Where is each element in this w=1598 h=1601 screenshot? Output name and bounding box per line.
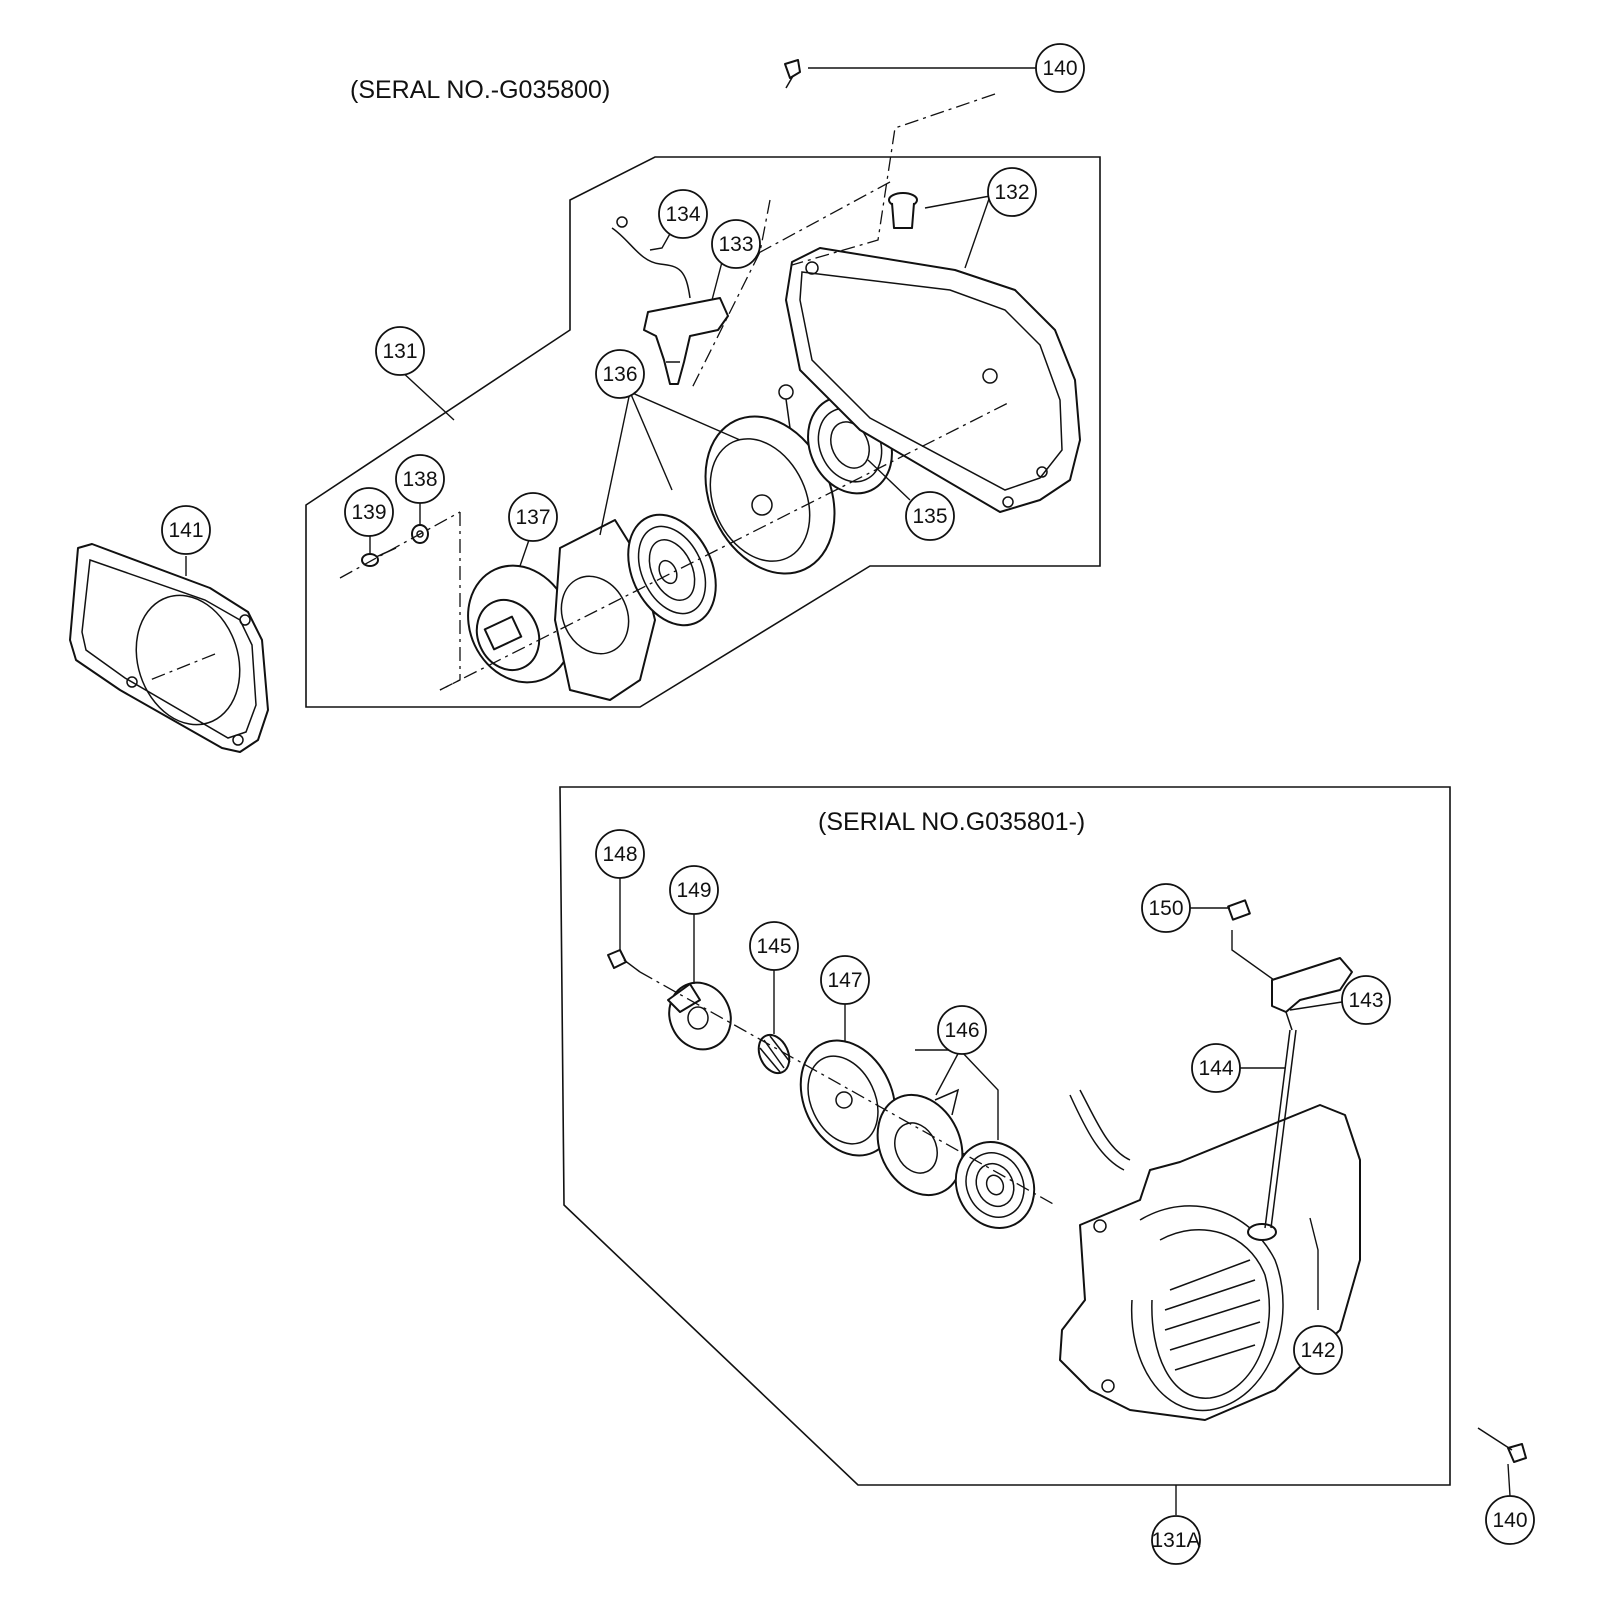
callout-149: 149 — [669, 865, 719, 915]
callout-139: 139 — [344, 487, 394, 537]
callout-150: 150 — [1141, 883, 1191, 933]
callout-136: 136 — [595, 349, 645, 399]
lower-assembly-frame — [559, 786, 1451, 1486]
callout-141: 141 — [161, 505, 211, 555]
callout-142: 142 — [1293, 1325, 1343, 1375]
starter-case-142 — [1059, 1089, 1361, 1421]
lower-serial-title: (SERIAL NO.G035801-) — [818, 808, 1085, 836]
callout-140-bottom: 140 — [1485, 1495, 1535, 1545]
callout-134: 134 — [658, 189, 708, 239]
svg-text:143: 143 — [1348, 989, 1383, 1012]
svg-text:137: 137 — [515, 506, 550, 529]
callout-132: 132 — [987, 167, 1037, 217]
recoil-spring-146 — [954, 1141, 1036, 1229]
pulley-147 — [799, 1039, 897, 1157]
rope-knot — [778, 384, 794, 429]
svg-text:141: 141 — [168, 519, 203, 542]
leader-lines — [185, 67, 1511, 1515]
starter-handle-143 — [1271, 957, 1353, 1031]
callout-145: 145 — [749, 921, 799, 971]
upper-assembly-frame — [305, 156, 1101, 708]
svg-text:135: 135 — [912, 505, 947, 528]
pulley-137 — [467, 564, 573, 684]
spring-plate-146 — [876, 1088, 964, 1197]
svg-text:145: 145 — [756, 935, 791, 958]
svg-text:134: 134 — [665, 203, 700, 226]
svg-text:142: 142 — [1300, 1339, 1335, 1362]
svg-text:131A: 131A — [1151, 1529, 1200, 1552]
callout-143: 143 — [1341, 975, 1391, 1025]
starter-rope-144 — [1264, 1029, 1297, 1229]
svg-text:140: 140 — [1492, 1509, 1527, 1532]
callout-131A: 131A — [1151, 1515, 1201, 1565]
svg-text:148: 148 — [602, 843, 637, 866]
svg-text:133: 133 — [718, 233, 753, 256]
ratchet-spring-145 — [757, 1033, 791, 1075]
callout-140-top: 140 — [1035, 43, 1085, 93]
starter-handle-133 — [643, 297, 729, 385]
bolt-148 — [607, 949, 641, 973]
clip-150 — [1227, 899, 1251, 921]
svg-text:140: 140 — [1042, 57, 1077, 80]
callout-131: 131 — [375, 326, 425, 376]
svg-text:146: 146 — [944, 1019, 979, 1042]
callout-137: 137 — [508, 492, 558, 542]
svg-text:131: 131 — [382, 340, 417, 363]
callout-138: 138 — [395, 454, 445, 504]
callout-146: 146 — [937, 1005, 987, 1055]
svg-text:144: 144 — [1198, 1057, 1233, 1080]
callout-135: 135 — [905, 491, 955, 541]
ratchet-149 — [667, 981, 732, 1051]
upper-serial-title: (SERAL NO.-G035800) — [350, 76, 610, 104]
bushing — [888, 192, 918, 229]
callout-144: 144 — [1191, 1043, 1241, 1093]
fan-cover-141 — [69, 543, 269, 753]
svg-text:139: 139 — [351, 501, 386, 524]
starter-pulley — [704, 415, 836, 575]
svg-text:147: 147 — [827, 969, 862, 992]
svg-text:138: 138 — [402, 468, 437, 491]
svg-text:150: 150 — [1148, 897, 1183, 920]
spring-136 — [627, 513, 717, 627]
starter-rope-134 — [611, 216, 691, 299]
callout-147: 147 — [820, 955, 870, 1005]
bolt-140-top — [784, 59, 801, 89]
callout-148: 148 — [595, 829, 645, 879]
starter-case-132 — [785, 247, 1081, 513]
bolt-140-bottom — [1477, 1427, 1527, 1463]
svg-text:136: 136 — [602, 363, 637, 386]
callout-133: 133 — [711, 219, 761, 269]
svg-text:132: 132 — [994, 181, 1029, 204]
svg-text:149: 149 — [676, 879, 711, 902]
